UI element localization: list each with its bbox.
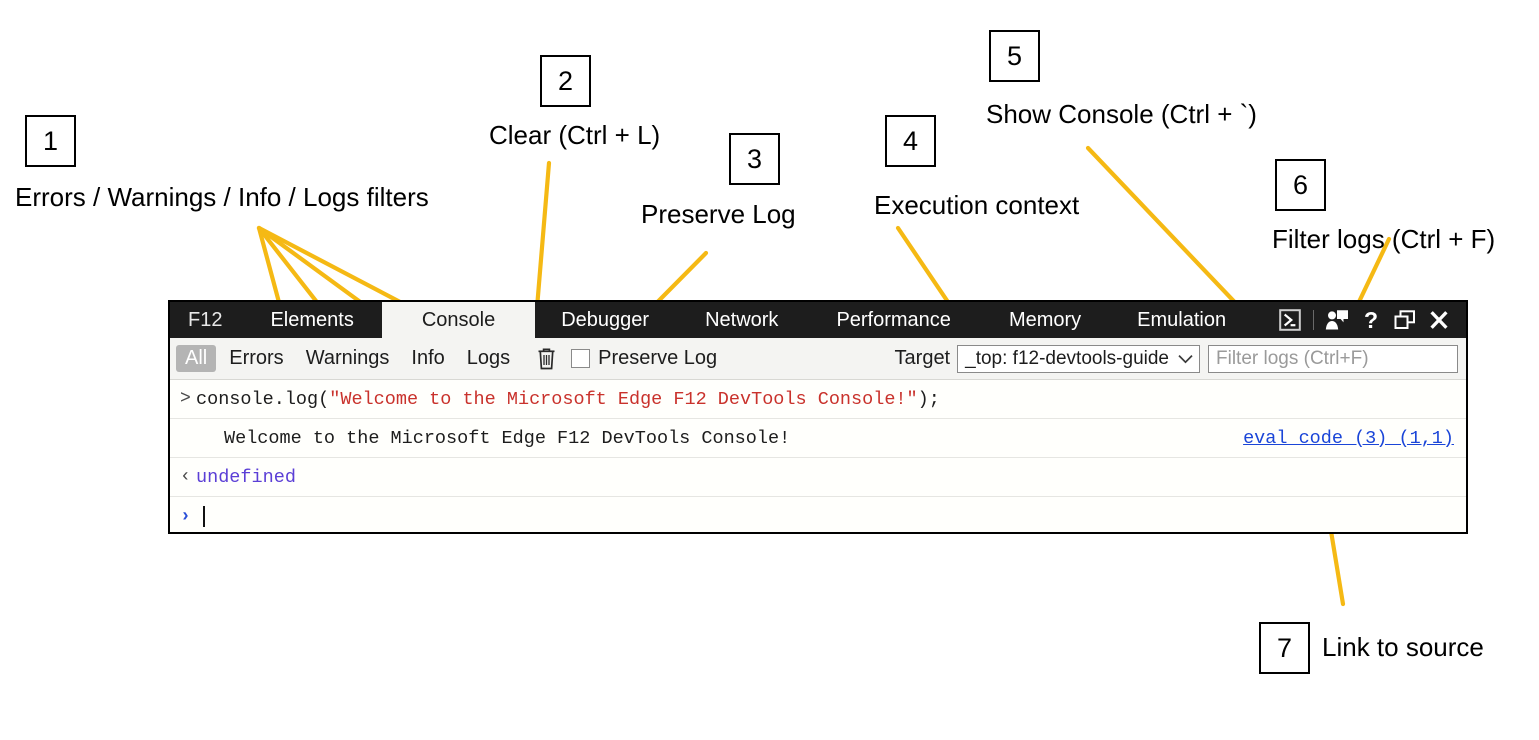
- annotation-number-2: 2: [540, 55, 591, 107]
- source-link[interactable]: eval code (3) (1,1): [1243, 427, 1454, 449]
- preserve-log-checkbox[interactable]: [571, 349, 591, 368]
- console-row-output[interactable]: Welcome to the Microsoft Edge F12 DevToo…: [170, 419, 1466, 458]
- code-suffix: );: [917, 388, 940, 410]
- code-prefix: console.log(: [196, 388, 330, 410]
- annotation-label-2: Clear (Ctrl + L): [489, 120, 661, 150]
- show-console-icon[interactable]: [1273, 302, 1307, 338]
- annotation-number-3: 3: [729, 133, 780, 185]
- tab-memory[interactable]: Memory: [1008, 308, 1082, 331]
- console-output: > console.log("Welcome to the Microsoft …: [170, 380, 1466, 532]
- console-row-input[interactable]: > console.log("Welcome to the Microsoft …: [170, 380, 1466, 419]
- text-cursor: [203, 506, 205, 527]
- tab-performance[interactable]: Performance: [836, 308, 951, 331]
- filter-button-info[interactable]: Info: [411, 347, 445, 369]
- execution-context-select[interactable]: _top: f12-devtools-guide: [957, 344, 1200, 373]
- code-string-literal: "Welcome to the Microsoft Edge F12 DevTo…: [329, 388, 918, 410]
- tabstrip-spacer: [1252, 302, 1273, 338]
- tab-elements[interactable]: Elements: [270, 308, 354, 331]
- annotation-label-7: Link to source: [1322, 632, 1484, 662]
- help-icon[interactable]: ?: [1363, 306, 1379, 333]
- annotation-number-7: 7: [1259, 622, 1310, 674]
- execution-context-value: _top: f12-devtools-guide: [965, 347, 1169, 369]
- console-result-value: undefined: [196, 466, 296, 488]
- target-label: Target: [894, 347, 951, 369]
- console-input-code: console.log("Welcome to the Microsoft Ed…: [196, 389, 940, 410]
- close-icon[interactable]: [1422, 302, 1456, 338]
- chevron-down-icon: [1178, 354, 1193, 364]
- tab-network[interactable]: Network: [705, 308, 779, 331]
- feedback-icon[interactable]: [1320, 302, 1354, 338]
- filter-button-logs[interactable]: Logs: [466, 347, 511, 369]
- devtools-tabstrip: F12 Elements Console Debugger Network Pe…: [170, 302, 1466, 338]
- console-row-prompt[interactable]: ›: [170, 497, 1466, 532]
- annotation-label-5: Show Console (Ctrl + `): [986, 99, 1257, 129]
- devtools-window: F12 Elements Console Debugger Network Pe…: [168, 300, 1468, 534]
- trash-icon[interactable]: [531, 345, 561, 373]
- annotation-number-6: 6: [1275, 159, 1326, 211]
- filter-logs-input[interactable]: Filter logs (Ctrl+F): [1208, 344, 1458, 373]
- annotation-number-5: 5: [989, 30, 1040, 82]
- filter-button-errors[interactable]: Errors: [229, 347, 284, 369]
- tab-f12: F12: [188, 308, 223, 331]
- console-row-result[interactable]: ‹ undefined: [170, 458, 1466, 497]
- console-output-text: Welcome to the Microsoft Edge F12 DevToo…: [224, 427, 791, 449]
- annotation-number-1: 1: [25, 115, 76, 167]
- filter-button-warnings[interactable]: Warnings: [305, 347, 390, 369]
- tab-console[interactable]: Console: [381, 302, 536, 338]
- console-result-gutter-icon: ‹: [180, 467, 191, 487]
- undock-window-icon[interactable]: [1388, 302, 1422, 338]
- annotation-label-4: Execution context: [874, 190, 1080, 220]
- console-prompt-icon: ›: [180, 506, 191, 527]
- filter-button-all[interactable]: All: [176, 345, 217, 372]
- preserve-log-label: Preserve Log: [598, 347, 718, 369]
- icon-separator: [1313, 310, 1314, 330]
- annotation-label-6: Filter logs (Ctrl + F): [1272, 224, 1496, 254]
- tab-debugger[interactable]: Debugger: [561, 308, 650, 331]
- annotation-label-1: Errors / Warnings / Info / Logs filters: [15, 182, 429, 212]
- annotation-label-3: Preserve Log: [641, 199, 796, 229]
- console-toolbar: All Errors Warnings Info Logs Preserve L…: [170, 338, 1466, 380]
- console-input-gutter-icon: >: [180, 389, 191, 409]
- tab-emulation[interactable]: Emulation: [1137, 308, 1227, 331]
- tabstrip-icon-group: ?: [1273, 302, 1466, 338]
- annotation-number-4: 4: [885, 115, 936, 167]
